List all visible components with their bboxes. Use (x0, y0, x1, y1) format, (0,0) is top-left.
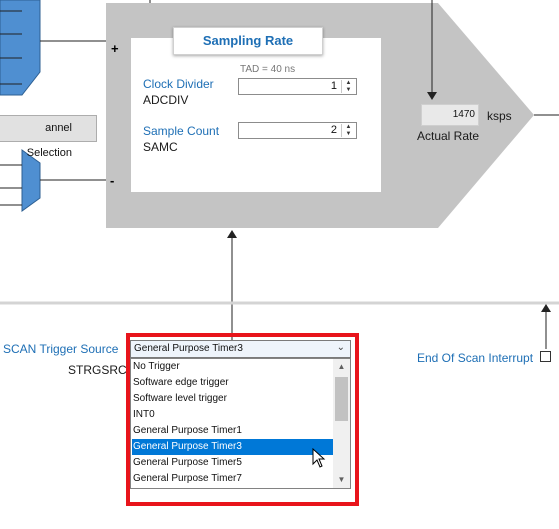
dropdown-option[interactable]: No Trigger (133, 361, 180, 372)
tad-label: TAD = 40 ns (240, 64, 296, 75)
clock-divider-value: 1 (330, 80, 337, 92)
spin-up-icon[interactable]: ▲ (345, 80, 352, 86)
dropdown-option[interactable]: General Purpose Timer7 (133, 473, 242, 484)
channel-selection-button[interactable]: annel Selection (0, 115, 97, 159)
dropdown-option[interactable]: Software level trigger (133, 393, 227, 404)
clock-divider-label: Clock Divider (143, 77, 214, 91)
actual-rate-value: 1470 (421, 104, 479, 126)
upper-mux-shape (0, 0, 41, 96)
spin-down-icon[interactable]: ▼ (345, 87, 352, 93)
rate-unit: ksps (487, 109, 512, 123)
scan-trigger-select[interactable]: General Purpose Timer3 ⌄ (130, 340, 351, 358)
spinner-arrows[interactable]: ▲ ▼ (341, 80, 355, 93)
spin-down-icon[interactable]: ▼ (345, 131, 352, 137)
sample-count-value: 2 (330, 124, 337, 136)
clock-divider-spinner[interactable]: 1 ▲ ▼ (238, 78, 357, 95)
scroll-thumb[interactable] (335, 377, 348, 421)
strgsrc-register: STRGSRC (68, 363, 127, 377)
spin-up-icon[interactable]: ▲ (345, 124, 352, 130)
actual-rate-label: Actual Rate (417, 129, 480, 143)
sampling-rate-title: Sampling Rate (173, 27, 323, 55)
sample-count-label: Sample Count (143, 124, 220, 138)
sample-count-spinner[interactable]: 2 ▲ ▼ (238, 122, 357, 139)
dropdown-option-selected[interactable]: General Purpose Timer3 (132, 439, 333, 455)
minus-label: - (110, 173, 115, 188)
dropdown-option[interactable]: Software edge trigger (133, 377, 229, 388)
scan-trigger-dropdown[interactable]: No Trigger Software edge trigger Softwar… (130, 358, 351, 489)
scroll-down-icon[interactable]: ▼ (337, 475, 346, 484)
scroll-up-icon[interactable]: ▲ (337, 362, 346, 371)
adcdiv-register: ADCDIV (143, 93, 189, 107)
dropdown-option[interactable]: General Purpose Timer1 (133, 425, 242, 436)
end-of-scan-checkbox[interactable] (540, 351, 551, 362)
dropdown-option[interactable]: INT0 (133, 409, 155, 420)
samc-register: SAMC (143, 140, 178, 154)
highlight-frame (126, 333, 359, 506)
plus-label: + (111, 41, 119, 56)
dropdown-option[interactable]: General Purpose Timer5 (133, 457, 242, 468)
scan-trigger-source-label: SCAN Trigger Source (3, 342, 119, 356)
chevron-down-icon[interactable]: ⌄ (336, 342, 345, 353)
dropdown-scrollbar[interactable]: ▲ ▼ (333, 359, 350, 488)
selected-value: General Purpose Timer3 (134, 343, 243, 354)
spinner-arrows[interactable]: ▲ ▼ (341, 124, 355, 137)
mouse-cursor-icon (312, 448, 326, 468)
lower-mux-shape (21, 149, 41, 212)
sampling-panel (131, 38, 381, 192)
end-of-scan-label: End Of Scan Interrupt (417, 351, 534, 365)
